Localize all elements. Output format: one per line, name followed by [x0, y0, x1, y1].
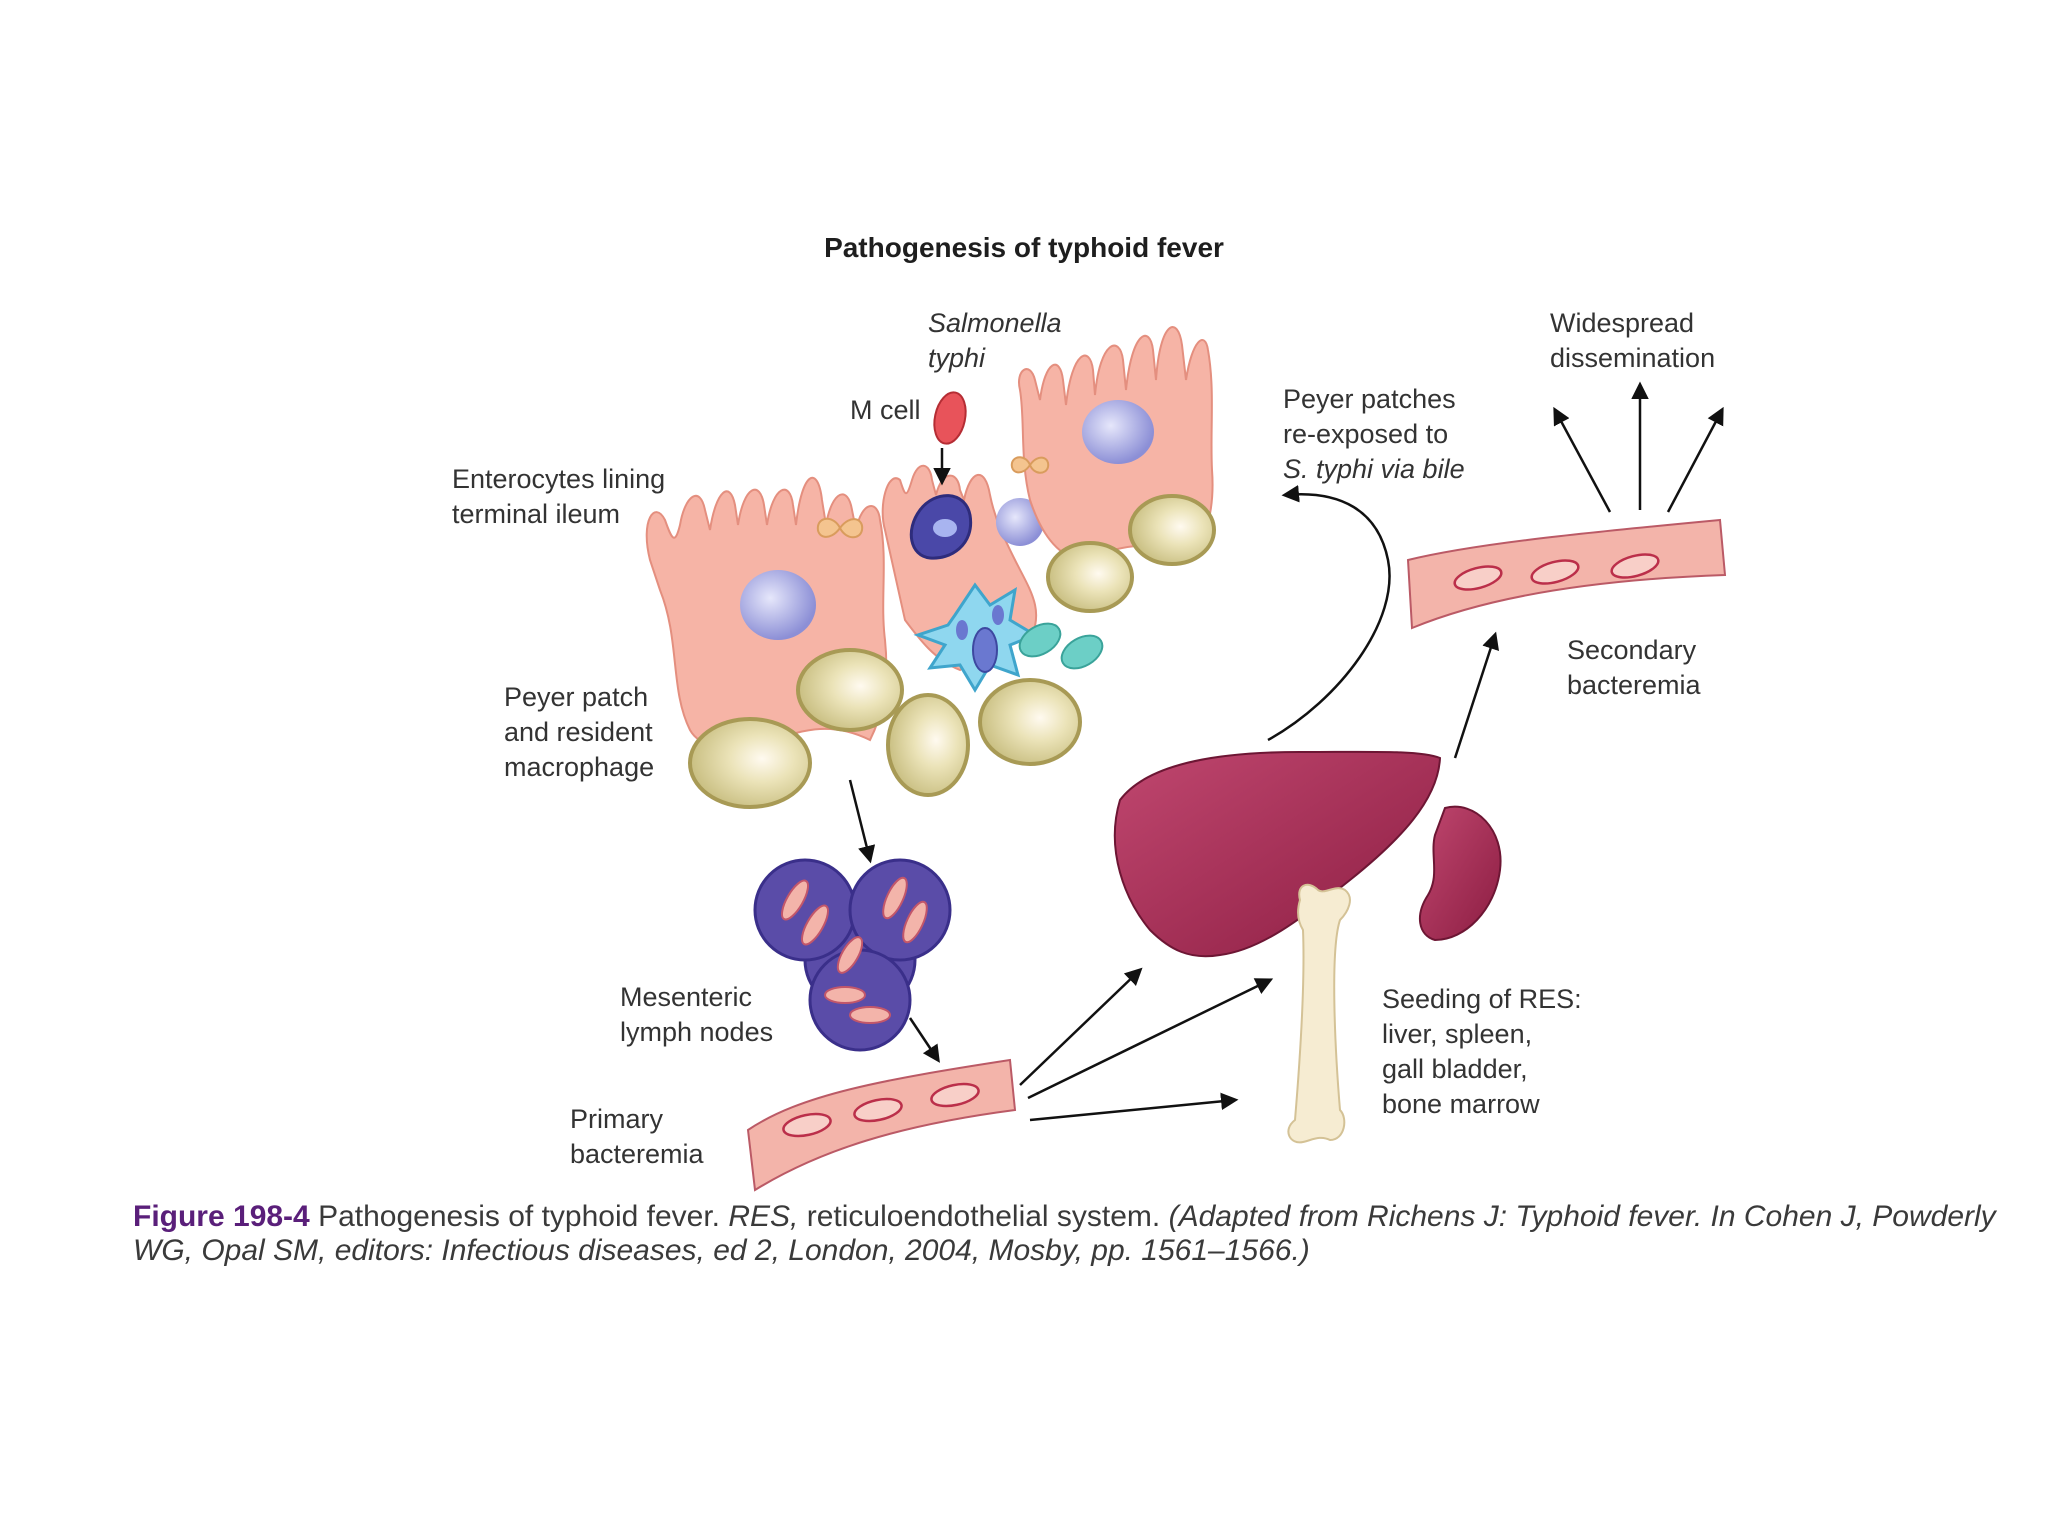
caption-abbr-def: reticuloendothelial system. [806, 1200, 1161, 1233]
caption-source: (Adapted from Richens J: Typhoid fever. … [133, 1200, 1996, 1267]
primary-bacteremia-vessel [746, 1058, 1017, 1192]
peyer-patch-cells [688, 494, 1216, 809]
label-reexposed-line3: S. typhi via bile [1283, 454, 1465, 484]
bone [1287, 883, 1351, 1144]
liver [1113, 750, 1442, 958]
spleen [1419, 805, 1502, 942]
enterocyte-nucleus [740, 570, 816, 640]
figure-title: Pathogenesis of typhoid fever [824, 232, 1224, 263]
salmonella-bacterium [933, 391, 967, 445]
label-seeding-res: Seeding of RES:liver, spleen,gall bladde… [1382, 984, 1582, 1119]
figure-caption: Figure 198-4 Pathogenesis of typhoid fev… [133, 1200, 2033, 1268]
caption-title: Pathogenesis of typhoid fever. [318, 1200, 721, 1233]
label-m-cell: M cell [850, 395, 921, 425]
caption-figure-number: Figure 198-4 [133, 1200, 310, 1233]
caption-abbr: RES, [728, 1200, 799, 1233]
secondary-bacteremia-vessel [1406, 518, 1727, 630]
